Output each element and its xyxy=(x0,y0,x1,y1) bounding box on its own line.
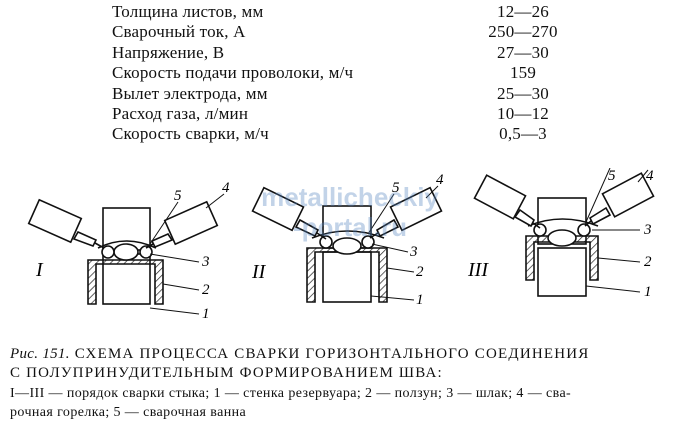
weld-pool xyxy=(332,237,362,255)
leader-5 xyxy=(585,168,611,223)
leader-3 xyxy=(149,253,200,263)
slider xyxy=(525,235,599,281)
param-label: Напряжение, В xyxy=(112,42,225,62)
param-label: Расход газа, л/мин xyxy=(112,103,249,123)
leader-5 xyxy=(367,193,395,235)
callout-2: 2 xyxy=(644,254,652,270)
callout-5: 5 xyxy=(608,168,616,184)
slag-bead xyxy=(533,223,547,237)
callout-2: 2 xyxy=(202,282,210,298)
leader-4 xyxy=(425,185,439,199)
leader-2 xyxy=(597,257,641,263)
callout-5: 5 xyxy=(392,180,400,196)
param-value: 159 xyxy=(509,63,537,83)
param-row: Толщина листов, мм 12—26 xyxy=(108,2,578,22)
weld-pool xyxy=(113,243,139,261)
wall-plate-lower xyxy=(537,247,587,297)
param-row: Сварочный ток, А 250—270 xyxy=(108,22,578,42)
slag-bead xyxy=(361,235,375,249)
callout-1: 1 xyxy=(202,306,210,322)
callout-3: 3 xyxy=(201,254,210,270)
welding-torch-left xyxy=(473,174,541,229)
callout-3: 3 xyxy=(409,244,418,260)
param-label: Вылет электрода, мм xyxy=(112,83,268,103)
callout-3: 3 xyxy=(643,222,652,238)
leader-3 xyxy=(371,243,409,253)
welding-torch-right xyxy=(145,200,219,249)
leader-1 xyxy=(370,295,415,301)
param-label: Скорость сварки, м/ч xyxy=(112,124,269,144)
figure-legend: I—III — порядок сварки стыка; 1 — стенка… xyxy=(10,384,700,422)
param-value: 250—270 xyxy=(488,22,558,42)
param-row: Скорость сварки, м/ч 0,5—3 xyxy=(108,124,578,144)
callout-1: 1 xyxy=(644,284,652,300)
stage-2-diagram xyxy=(251,185,443,303)
param-value: 0,5—3 xyxy=(499,124,547,144)
weld-pool xyxy=(547,229,577,247)
welding-parameters-table: Толщина листов, мм 12—26 Сварочный ток, … xyxy=(108,2,578,145)
callout-1: 1 xyxy=(416,292,424,308)
slag-bead xyxy=(139,245,153,259)
callout-4: 4 xyxy=(222,180,230,196)
leader-5 xyxy=(149,201,179,245)
param-label: Сварочный ток, А xyxy=(112,22,246,42)
slag-cap xyxy=(311,230,385,239)
stage-1-diagram xyxy=(27,193,225,315)
leader-1 xyxy=(149,307,200,315)
param-label: Толщина листов, мм xyxy=(112,2,264,21)
welding-torch-right xyxy=(584,172,655,227)
legend-line-2: рочная горелка; 5 — сварочная ванна xyxy=(10,405,247,420)
stage-roman-label: III xyxy=(467,259,489,281)
param-value: 10—12 xyxy=(497,103,549,123)
leader-4 xyxy=(637,169,649,183)
figure-caption: Рис. 151. СХЕМА ПРОЦЕССА СВАРКИ ГОРИЗОНТ… xyxy=(10,345,700,383)
welding-torch-left xyxy=(251,186,327,240)
welding-torch-right xyxy=(369,186,443,239)
callout-5: 5 xyxy=(174,188,182,204)
param-value: 25—30 xyxy=(497,83,549,103)
caption-title-part-1: СХЕМА ПРОЦЕССА СВАРКИ ГОРИЗОНТАЛЬНОГО СО… xyxy=(69,346,590,362)
stage-roman-label: II xyxy=(251,261,267,283)
param-row: Напряжение, В 27—30 xyxy=(108,43,578,63)
callout-4: 4 xyxy=(436,172,444,188)
welding-torch-left xyxy=(27,198,105,249)
caption-line-1: Рис. 151. СХЕМА ПРОЦЕССА СВАРКИ ГОРИЗОНТ… xyxy=(10,345,700,364)
leader-1 xyxy=(585,285,641,293)
callout-2: 2 xyxy=(416,264,424,280)
caption-figure-number: Рис. 151. xyxy=(10,346,70,362)
param-row: Расход газа, л/мин 10—12 xyxy=(108,104,578,124)
leader-2 xyxy=(162,283,200,291)
leader-2 xyxy=(386,267,415,273)
param-row: Вылет электрода, мм 25—30 xyxy=(108,84,578,104)
welding-scheme-figure: I 5 4 3 2 1 xyxy=(0,168,700,338)
param-row: Скорость подачи проволоки, м/ч 159 xyxy=(108,63,578,83)
caption-title-part-2: С ПОЛУПРИНУДИТЕЛЬНЫМ ФОРМИРОВАНИЕМ ШВА: xyxy=(10,365,443,381)
slag-bead xyxy=(577,223,591,237)
stage-3-diagram xyxy=(473,168,655,297)
param-value: 12—26 xyxy=(497,2,549,21)
stage-roman-label: I xyxy=(35,259,44,281)
leader-4 xyxy=(205,193,225,209)
slag-bead xyxy=(101,245,115,259)
legend-line-1: I—III — порядок сварки стыка; 1 — стенка… xyxy=(10,386,572,401)
welding-scheme-drawing: I 5 4 3 2 1 xyxy=(27,168,655,322)
callout-4: 4 xyxy=(646,168,654,184)
param-value: 27—30 xyxy=(497,42,549,62)
slag-bead xyxy=(319,235,333,249)
slider xyxy=(87,259,164,305)
wall-plate-lower xyxy=(322,251,372,303)
param-label: Скорость подачи проволоки, м/ч xyxy=(112,63,354,83)
